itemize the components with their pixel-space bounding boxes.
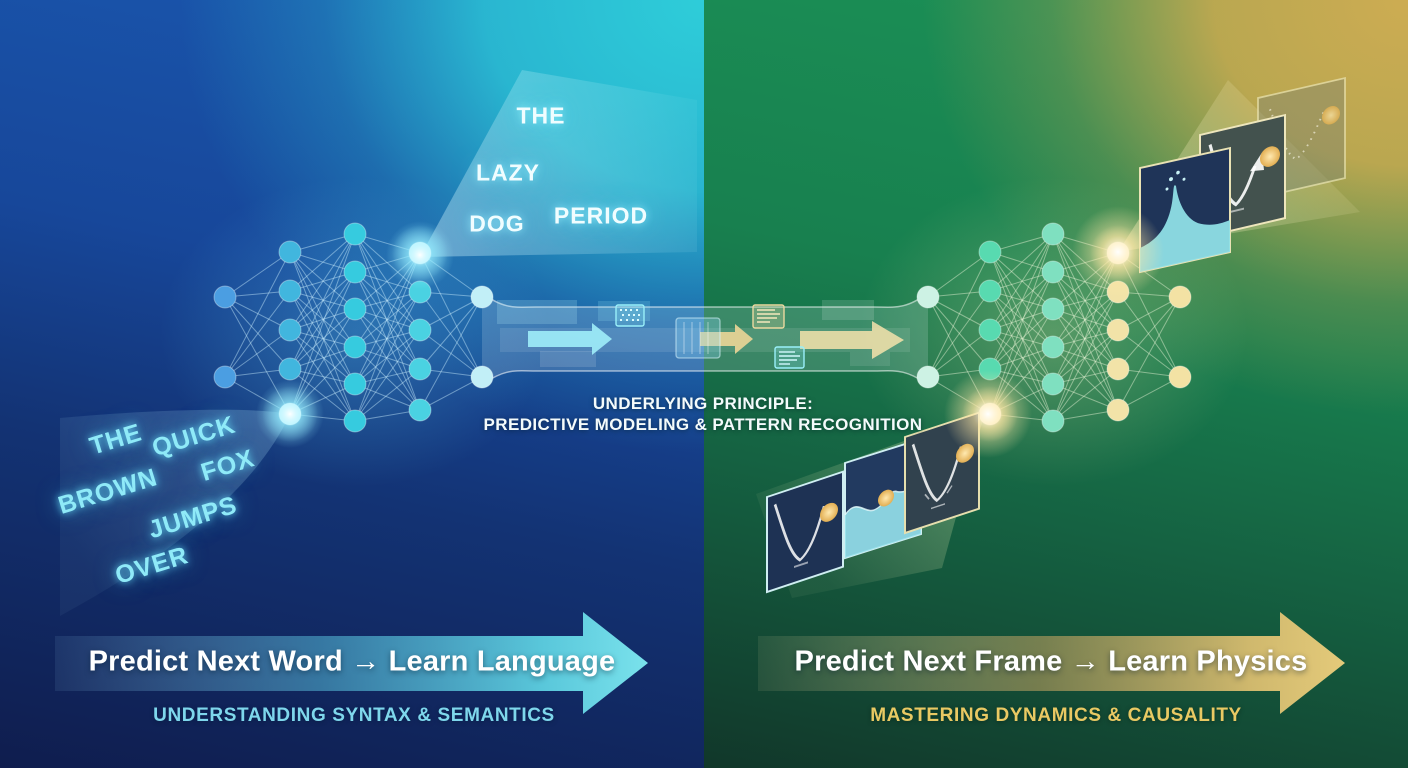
network-node	[1041, 335, 1065, 359]
data-streak	[822, 300, 874, 320]
flow-arrow-icon	[800, 321, 904, 359]
network-node	[1041, 260, 1065, 284]
network-node	[470, 365, 494, 389]
document-icon-cyan	[774, 346, 805, 369]
network-node	[213, 285, 237, 309]
principle-line1: UNDERLYING PRINCIPLE:	[592, 394, 814, 413]
output-word: THE	[516, 102, 566, 129]
network-node	[916, 285, 940, 309]
input-word-funnel	[60, 409, 290, 616]
data-streak	[540, 351, 596, 367]
input-hotspot-glow	[944, 370, 1032, 458]
network-node	[978, 318, 1002, 342]
output-word: DOG	[469, 210, 525, 237]
network-node	[408, 357, 432, 381]
network-node	[343, 335, 367, 359]
network-node	[343, 372, 367, 396]
flow-arrow-icon	[700, 324, 753, 354]
network-node	[1106, 398, 1130, 422]
network-node	[343, 409, 367, 433]
physics-banner-title: Predict Next Frame → Learn Physics	[794, 645, 1308, 678]
language-banner-arrow	[55, 612, 648, 714]
data-streak	[598, 301, 650, 321]
network-node	[408, 398, 432, 422]
frame-bounce-input	[766, 470, 844, 594]
data-streak	[497, 300, 577, 324]
output-word: LAZY	[475, 159, 541, 186]
document-icon-gold	[752, 304, 785, 329]
network-node	[1168, 365, 1192, 389]
language-banner-title: Predict Next Word → Learn Language	[88, 645, 616, 678]
physics-banner-arrow	[758, 612, 1345, 714]
network-node	[1106, 318, 1130, 342]
network-node	[1168, 285, 1192, 309]
network-node	[978, 279, 1002, 303]
input-hotspot-glow	[256, 380, 324, 448]
output-word-fan	[420, 70, 697, 257]
network-node	[278, 357, 302, 381]
input-frames	[766, 411, 980, 594]
network-node	[470, 285, 494, 309]
network-node	[1041, 297, 1065, 321]
network-node	[213, 365, 237, 389]
principle-caption: UNDERLYING PRINCIPLE: PREDICTIVE MODELIN…	[484, 393, 923, 435]
network-node	[978, 240, 1002, 264]
network-node	[278, 279, 302, 303]
output-word: PERIOD	[553, 202, 649, 229]
network-node	[343, 222, 367, 246]
network-node	[278, 240, 302, 264]
network-node	[343, 260, 367, 284]
language-banner-subtitle: UNDERSTANDING SYNTAX & SEMANTICS	[153, 705, 555, 726]
pipe-data-flow	[497, 300, 904, 369]
flow-arrow-icon	[528, 323, 612, 355]
data-block-icon	[675, 317, 721, 359]
principle-line2: PREDICTIVE MODELING & PATTERN RECOGNITIO…	[483, 415, 923, 434]
network-node	[1041, 222, 1065, 246]
network-node	[1041, 409, 1065, 433]
network-node	[343, 297, 367, 321]
network-node	[916, 365, 940, 389]
network-node	[1106, 357, 1130, 381]
network-node	[278, 318, 302, 342]
physics-banner-subtitle: MASTERING DYNAMICS & CAUSALITY	[870, 705, 1242, 726]
output-hotspot-glow	[386, 221, 454, 289]
frame-wave-input	[844, 437, 922, 560]
data-streak	[850, 352, 890, 366]
data-grid-icon	[615, 304, 645, 327]
network-node	[408, 318, 432, 342]
output-hotspot-glow	[1072, 206, 1164, 298]
network-node	[1041, 372, 1065, 396]
